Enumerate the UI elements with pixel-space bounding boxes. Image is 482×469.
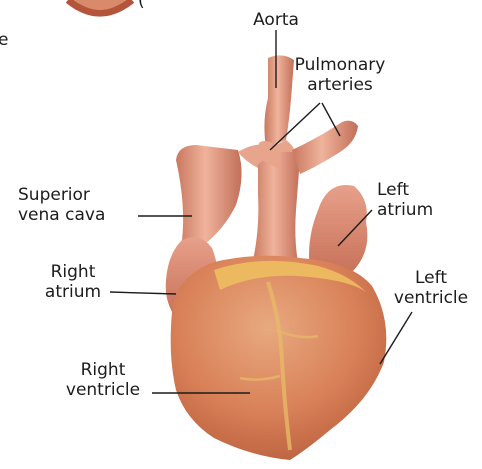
left-ventricle-label: Left ventricle (384, 268, 478, 308)
right-ventricle-line1: Right (55, 360, 151, 380)
superior-vena-cava-line2: vena cava (18, 205, 138, 225)
pulmonary-arteries-line1: Pulmonary (290, 55, 390, 75)
left-pulmonary-artery (292, 121, 358, 174)
superior-vena-cava-label: Superior vena cava (18, 185, 138, 225)
right-atrium-line2: atrium (38, 282, 108, 302)
left-atrium-line2: atrium (377, 200, 457, 220)
pulmonary-trunk-vessel (252, 152, 300, 265)
superior-vena-cava-vessel (176, 145, 242, 248)
left-ventricle-line2: ventricle (384, 288, 478, 308)
right-atrium-line1: Right (38, 262, 108, 282)
right-ventricle-label: Right ventricle (55, 360, 151, 400)
cropped-text-fragment: e (0, 30, 8, 50)
left-atrium-label: Left atrium (377, 180, 457, 220)
left-atrium-line1: Left (377, 180, 457, 200)
aorta-label: Aorta (236, 10, 316, 30)
left-ventricle-line1: Left (384, 268, 478, 288)
right-atrium-label: Right atrium (38, 262, 108, 302)
right-ventricle-line2: ventricle (55, 380, 151, 400)
ventricles-mass (171, 256, 387, 460)
cropped-top-fragment: ( (138, 0, 145, 11)
superior-vena-cava-line1: Superior (18, 185, 138, 205)
pulmonary-arteries-label: Pulmonary arteries (290, 55, 390, 95)
pulmonary-arteries-line2: arteries (290, 75, 390, 95)
